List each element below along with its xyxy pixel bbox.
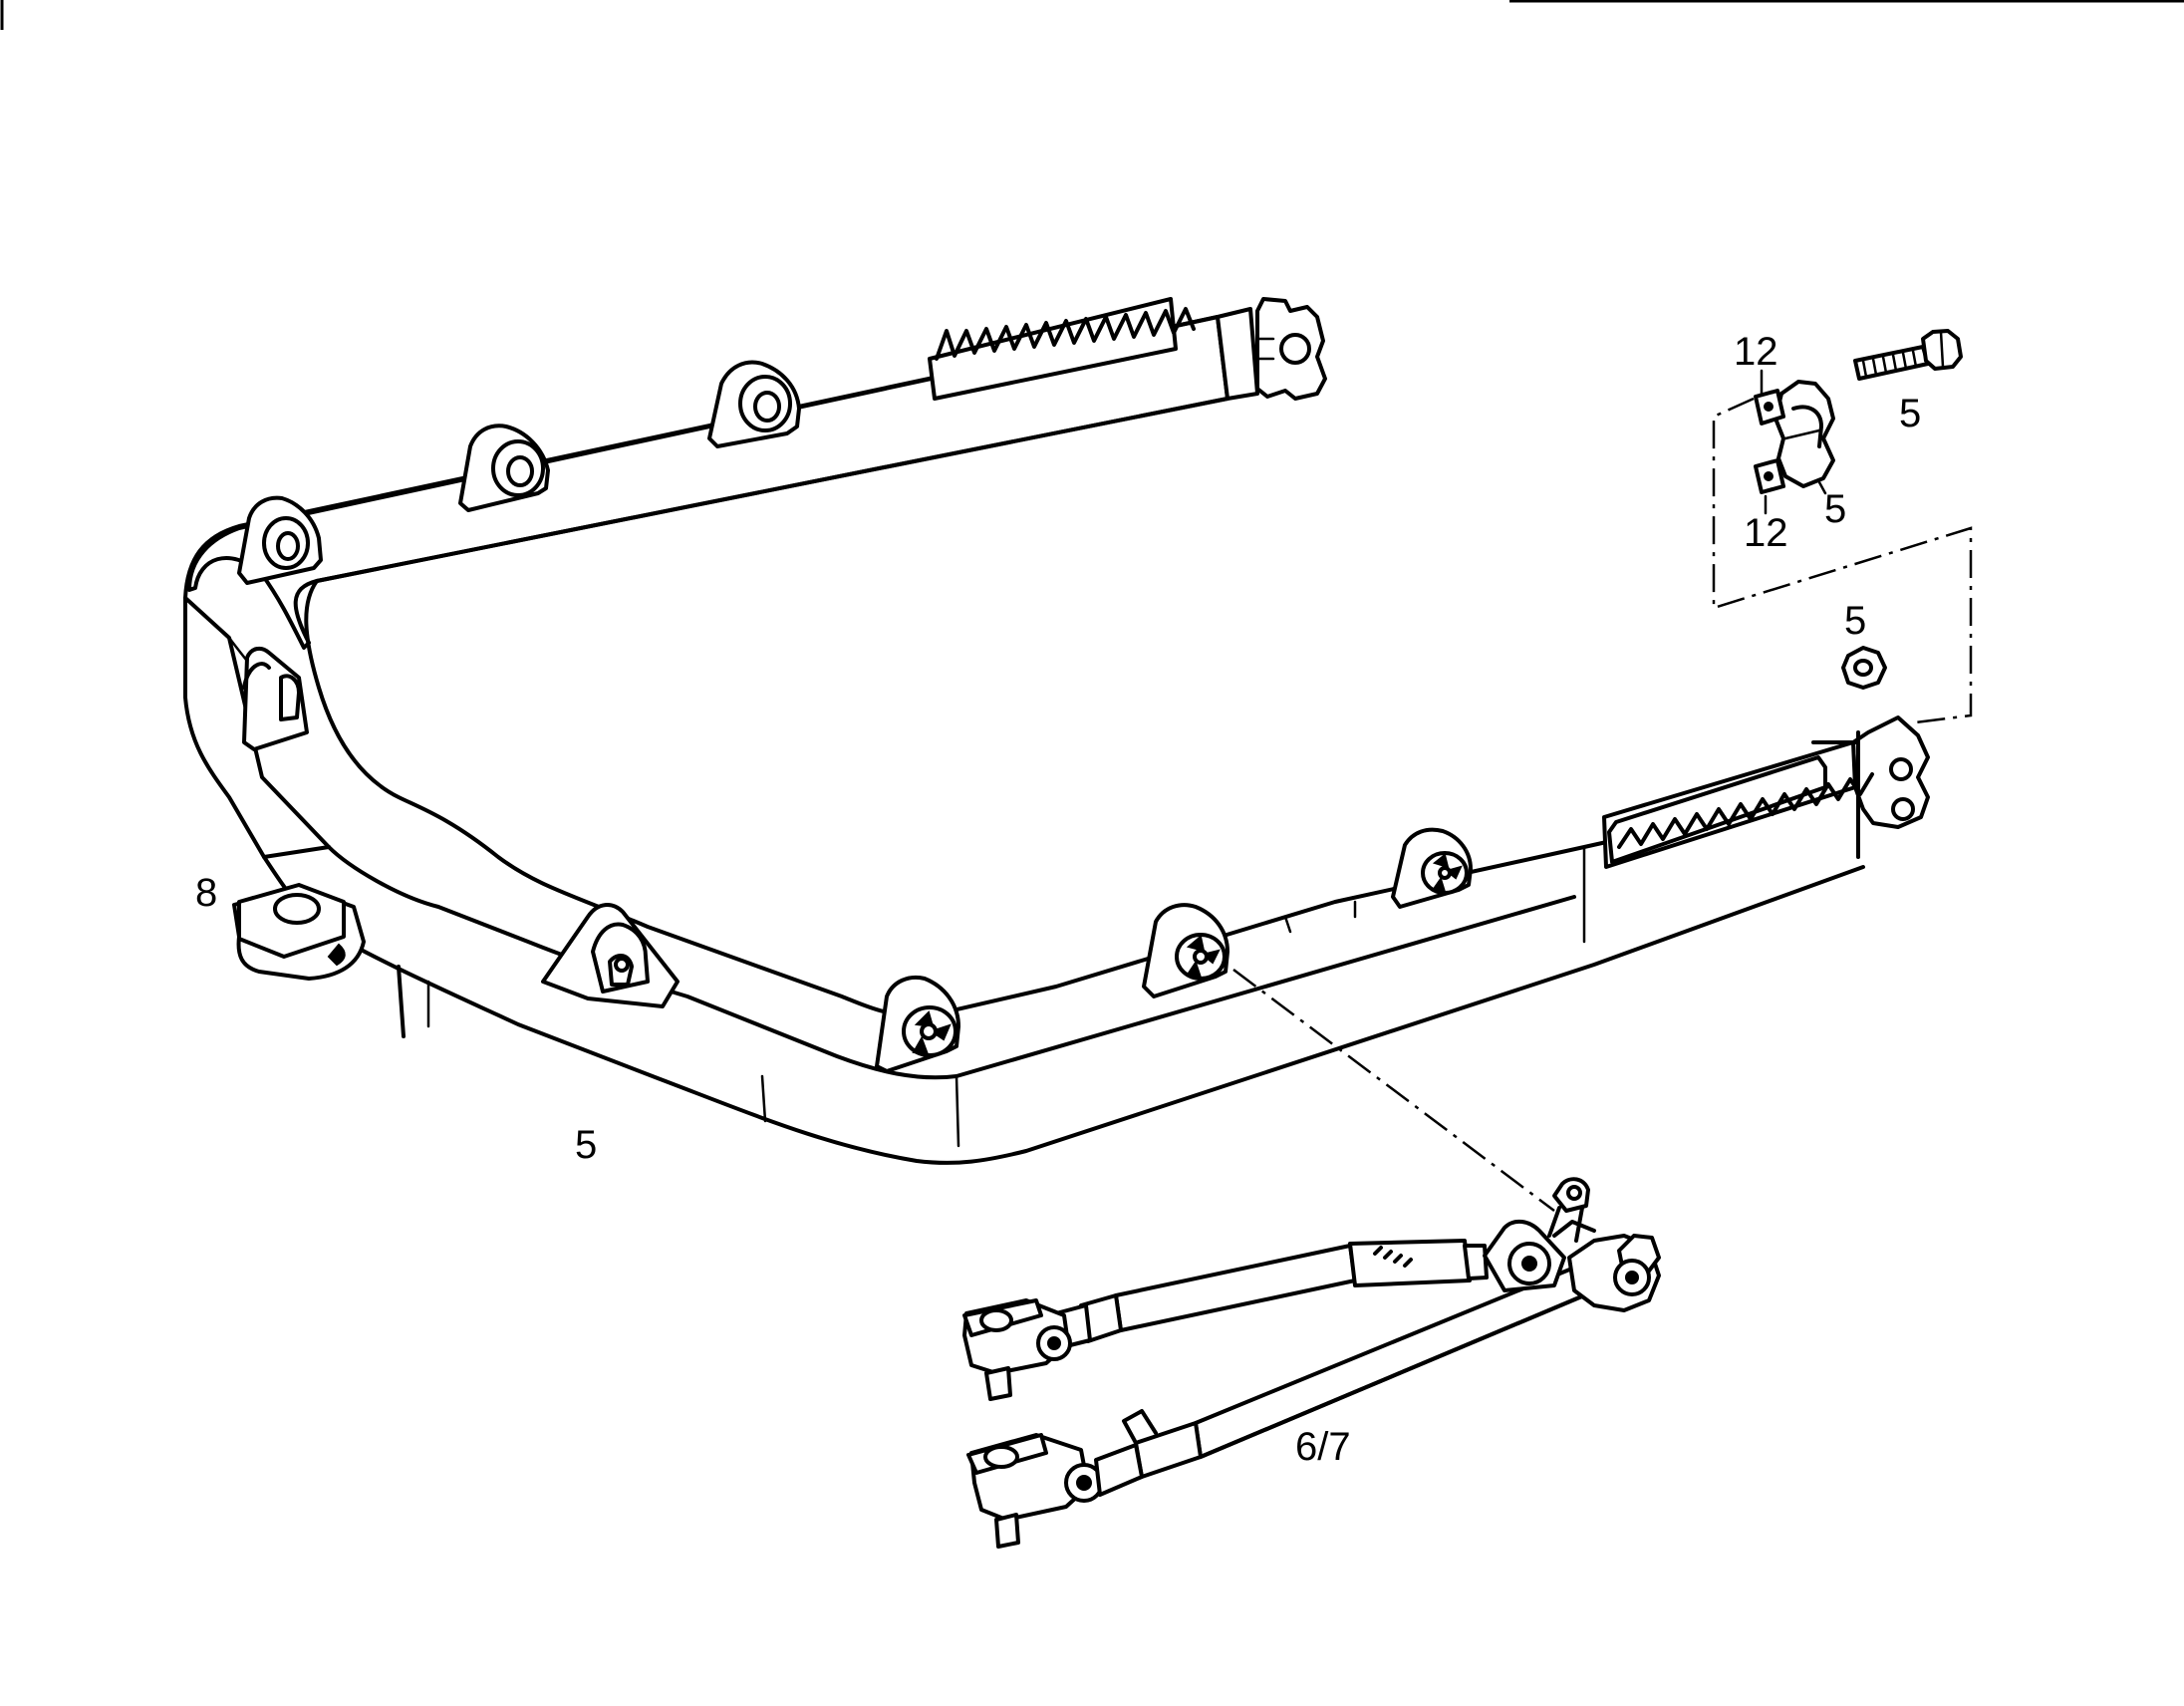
- back-arm-boss-1: [237, 495, 323, 585]
- label-nut: 5: [1844, 599, 1866, 643]
- label-frame: 5: [575, 1123, 597, 1167]
- back-arm-boss-2: [458, 424, 550, 512]
- front-arm-boss-1: [875, 976, 960, 1073]
- label-clip-bottom: 12: [1744, 511, 1788, 555]
- strut-assembly: [962, 1177, 1661, 1549]
- side-bracket: [242, 646, 309, 751]
- front-arm-boss-3: [1391, 827, 1473, 909]
- label-bolt: 5: [1899, 392, 1921, 435]
- nut: [1841, 646, 1887, 690]
- clamp: [1774, 380, 1835, 488]
- label-strut: 6/7: [1295, 1425, 1351, 1469]
- front-arm-boss-2: [1142, 903, 1229, 998]
- assembly-leaders: [1232, 397, 1973, 1212]
- bolt: [1853, 329, 1963, 381]
- clip-bottom: [1754, 458, 1785, 494]
- back-arm-boss-3: [707, 360, 801, 448]
- label-clip-top: 12: [1734, 330, 1778, 374]
- subframe: [183, 297, 1930, 1165]
- leader-clamp: [1817, 480, 1827, 495]
- bushing: [232, 883, 366, 981]
- front-clevis: [541, 903, 680, 1008]
- label-bushing: 8: [195, 871, 217, 915]
- page-border-marks: [0, 0, 2184, 30]
- clip-top: [1754, 389, 1785, 426]
- label-clamp: 5: [1824, 487, 1846, 531]
